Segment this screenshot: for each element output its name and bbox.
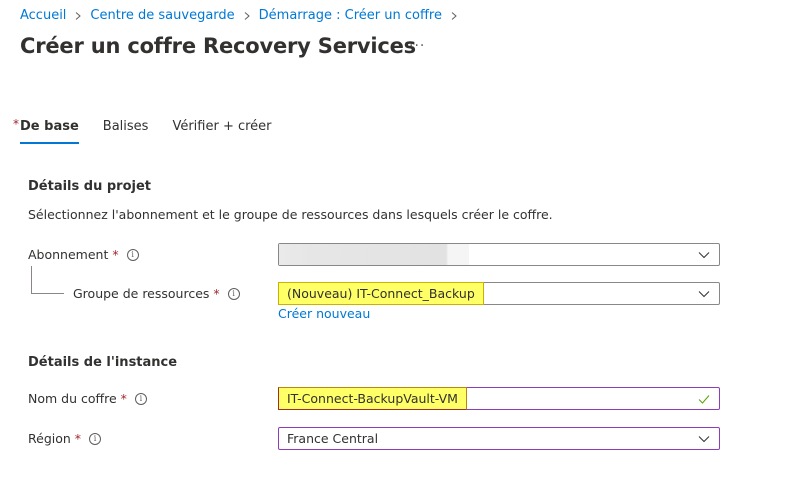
page-title: Créer un coffre Recovery Services — [20, 34, 416, 58]
chevron-right-icon — [450, 11, 458, 20]
resource-group-value: (Nouveau) IT-Connect_Backup — [278, 282, 484, 305]
tab-bar: * De base Balises Vérifier + créer — [13, 117, 296, 144]
required-marker: * — [13, 117, 19, 131]
breadcrumb-start-create-vault-link[interactable]: Démarrage : Créer un coffre — [258, 8, 442, 23]
required-marker: * — [74, 431, 82, 446]
chevron-right-icon — [243, 11, 251, 20]
tab-basics[interactable]: * De base — [13, 117, 79, 144]
label-text: Abonnement — [28, 247, 109, 262]
redacted-subscription-value — [279, 244, 469, 265]
region-value: France Central — [287, 431, 379, 446]
breadcrumb: Accueil Centre de sauvegarde Démarrage :… — [20, 8, 466, 23]
region-dropdown[interactable]: France Central — [278, 427, 720, 450]
tree-connector — [31, 266, 64, 294]
more-options-button[interactable]: ··· — [409, 38, 426, 54]
info-icon[interactable]: i — [89, 432, 102, 445]
instance-details-heading: Détails de l'instance — [28, 355, 178, 370]
tab-label: Vérifier + créer — [172, 119, 272, 134]
info-icon[interactable]: i — [227, 287, 240, 300]
breadcrumb-backup-center-link[interactable]: Centre de sauvegarde — [90, 8, 235, 23]
info-icon[interactable]: i — [134, 392, 147, 405]
chevron-down-icon — [698, 436, 710, 443]
tab-review-create[interactable]: Vérifier + créer — [172, 119, 271, 144]
info-icon[interactable]: i — [126, 248, 139, 261]
checkmark-icon — [698, 395, 710, 404]
tab-tags[interactable]: Balises — [103, 119, 149, 144]
label-text: Nom du coffre — [28, 391, 117, 406]
project-details-heading: Détails du projet — [28, 179, 151, 194]
resource-group-label: Groupe de ressources * i — [73, 286, 240, 301]
tab-label: De base — [20, 119, 79, 134]
tab-label: Balises — [102, 119, 149, 134]
chevron-down-icon — [698, 252, 710, 259]
create-new-resource-group-link[interactable]: Créer nouveau — [278, 306, 371, 321]
label-text: Région — [28, 431, 71, 446]
required-marker: * — [112, 247, 119, 262]
chevron-down-icon — [698, 291, 710, 298]
region-label: Région * i — [28, 431, 102, 446]
vault-name-value: IT-Connect-BackupVault-VM — [278, 387, 467, 410]
project-details-description: Sélectionnez l'abonnement et le groupe d… — [28, 207, 553, 222]
breadcrumb-home-link[interactable]: Accueil — [20, 8, 67, 23]
label-text: Groupe de ressources — [73, 286, 210, 301]
subscription-label: Abonnement * i — [28, 247, 139, 262]
required-marker: * — [120, 391, 127, 406]
vault-name-label: Nom du coffre * i — [28, 391, 147, 406]
subscription-dropdown[interactable] — [278, 243, 720, 266]
required-marker: * — [213, 286, 220, 301]
resource-group-dropdown[interactable]: (Nouveau) IT-Connect_Backup — [278, 282, 720, 305]
vault-name-input[interactable]: IT-Connect-BackupVault-VM — [278, 387, 720, 410]
chevron-right-icon — [74, 11, 82, 20]
